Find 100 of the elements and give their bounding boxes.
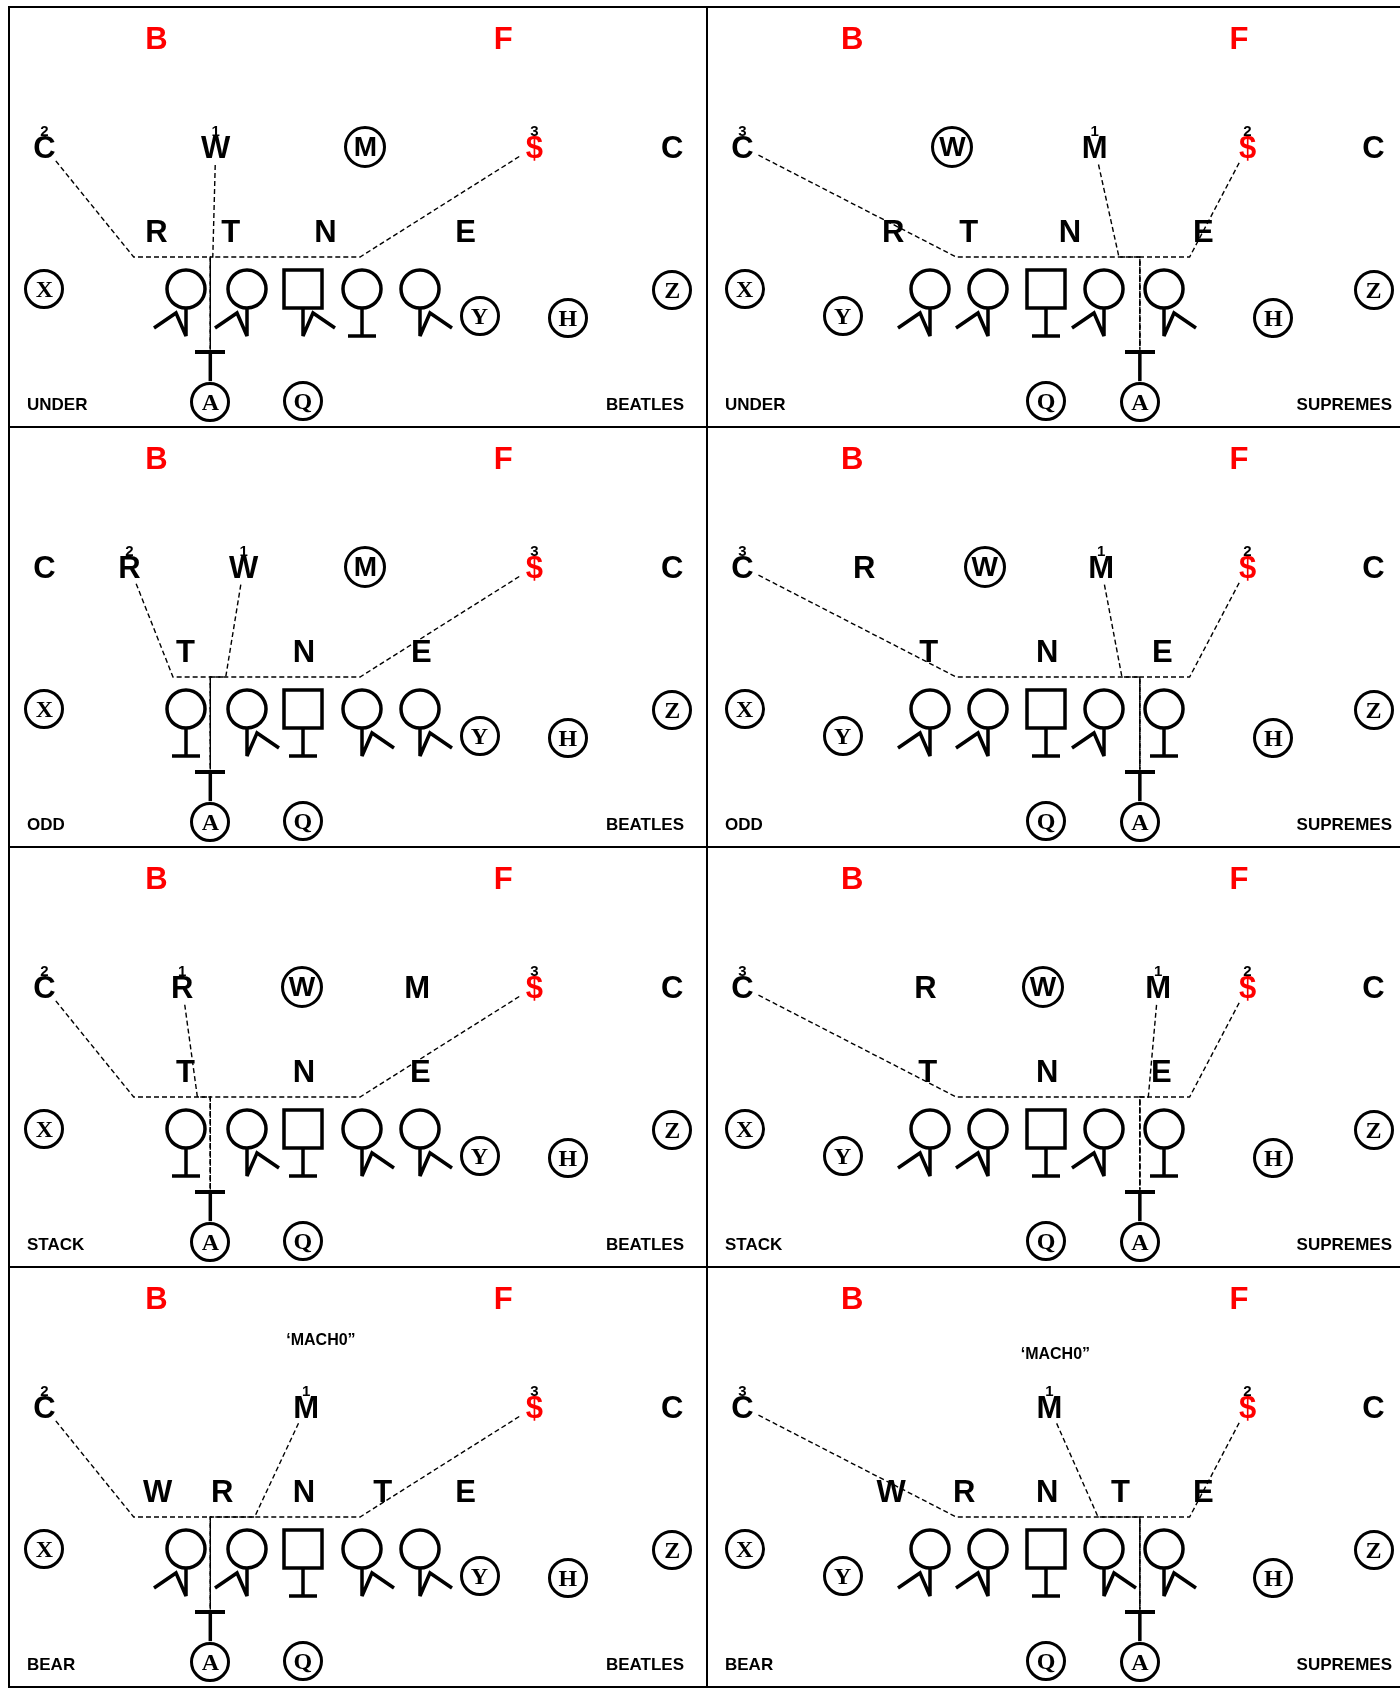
defender-letter: T [919, 635, 939, 667]
assignment-line [209, 1422, 300, 1611]
defender-letter: F [1229, 442, 1249, 474]
defender-letter: N [314, 215, 337, 247]
coverage-name: SUPREMES [1296, 1236, 1392, 1253]
block-bar [1124, 1189, 1155, 1194]
block-stem [208, 351, 213, 382]
defender-letter: E [409, 1055, 431, 1087]
block-stem [1138, 771, 1142, 802]
play-call-note: ‘MACH0” [286, 1331, 356, 1348]
coverage-name: SUPREMES [1296, 1656, 1392, 1673]
block-bar [1124, 769, 1155, 774]
defender-letter: M [404, 971, 430, 1003]
assignment-line [209, 995, 520, 1191]
assignment-line [209, 584, 242, 771]
block-stem [1138, 351, 1142, 382]
block-bar [195, 769, 226, 774]
defender-letter: B [841, 442, 864, 474]
defender-letter: N [1058, 215, 1082, 247]
block-bar [195, 1189, 226, 1194]
defender-letter: C [661, 131, 684, 163]
defender-letter: R [852, 551, 876, 583]
assignment-line [1139, 1004, 1158, 1191]
front-name: UNDER [27, 396, 88, 413]
defender-letter: R [882, 215, 905, 247]
defender-letter: C [661, 1391, 684, 1423]
coverage-name: SUPREMES [1296, 816, 1392, 833]
defender-letter: E [1151, 1055, 1172, 1087]
coverage-name: BEATLES [605, 1236, 684, 1253]
assignment-line [55, 1420, 211, 1611]
defender-letter: B [145, 22, 168, 54]
defender-letter: T [959, 215, 979, 247]
defender-letter: R [953, 1475, 976, 1507]
defender-letter: C [1362, 1391, 1385, 1423]
defender-letter: E [411, 635, 432, 667]
center-symbol [281, 1528, 324, 1601]
defender-letter: E [455, 215, 476, 247]
defender-letter: T [176, 635, 195, 667]
defender-letter: E [1193, 1475, 1214, 1507]
front-name: STACK [27, 1236, 85, 1253]
defender-letter: E [455, 1475, 476, 1507]
center-symbol [281, 1108, 324, 1181]
defender-letter: C [33, 551, 56, 583]
defender-letter: T [1111, 1475, 1130, 1507]
defender-letter: F [1229, 1282, 1249, 1314]
block-stem [1138, 1191, 1142, 1222]
defender-letter: C [1362, 551, 1385, 583]
assignment-line [1055, 1422, 1141, 1611]
defender-letter: T [373, 1475, 393, 1507]
defender-letter: E [1152, 635, 1173, 667]
lineman-symbol [341, 268, 384, 341]
defender-letter: F [493, 1282, 513, 1314]
assignment-line [209, 164, 216, 351]
defender-letter: W [142, 1475, 173, 1507]
assignment-line [209, 155, 520, 351]
defender-letter: B [841, 22, 864, 54]
defender-letter: N [292, 1055, 316, 1087]
center-symbol [1025, 688, 1068, 761]
defender-letter: T [918, 1055, 938, 1087]
defender-letter: B [145, 862, 168, 894]
assignment-line [209, 575, 520, 771]
priority-number: 1 [1090, 122, 1099, 138]
defender-letter: F [493, 442, 513, 474]
lineman-symbol [164, 1108, 207, 1181]
defender-letter: C [1362, 971, 1385, 1003]
defender-letter: B [145, 442, 168, 474]
front-name: BEAR [27, 1656, 76, 1673]
defender-letter: R [914, 971, 937, 1003]
center-symbol [1025, 1108, 1068, 1181]
assignment-line [1139, 582, 1240, 771]
defender-letter: E [1193, 215, 1214, 247]
defender-letter: R [145, 215, 168, 247]
defender-letter: F [1229, 862, 1249, 894]
center-symbol [281, 688, 324, 761]
coverage-name: BEATLES [605, 816, 684, 833]
front-name: STACK [725, 1236, 783, 1253]
defender-letter: N [292, 635, 316, 667]
defender-letter: T [176, 1055, 195, 1087]
center-symbol [1025, 268, 1068, 341]
block-stem [1138, 1611, 1142, 1642]
block-bar [195, 1609, 226, 1614]
front-name: ODD [725, 816, 763, 833]
block-bar [1124, 349, 1155, 354]
coverage-name: BEATLES [605, 1656, 684, 1673]
defender-letter: F [1229, 22, 1249, 54]
assignment-line [757, 994, 1141, 1191]
defender-letter: F [493, 862, 513, 894]
lineman-symbol [1142, 688, 1185, 761]
lineman-symbol [1142, 1108, 1185, 1181]
defender-letter: B [841, 862, 864, 894]
assignment-line [1139, 1002, 1240, 1191]
defender-letter: N [1036, 1475, 1059, 1507]
block-bar [195, 349, 226, 354]
defender-letter: C [661, 551, 684, 583]
play-call-note: ‘MACH0” [1020, 1345, 1091, 1362]
lineman-symbol [164, 688, 207, 761]
assignment-line [1103, 583, 1141, 771]
assignment-line [55, 1000, 211, 1191]
assignment-line [1139, 162, 1240, 351]
assignment-line [209, 1415, 520, 1611]
